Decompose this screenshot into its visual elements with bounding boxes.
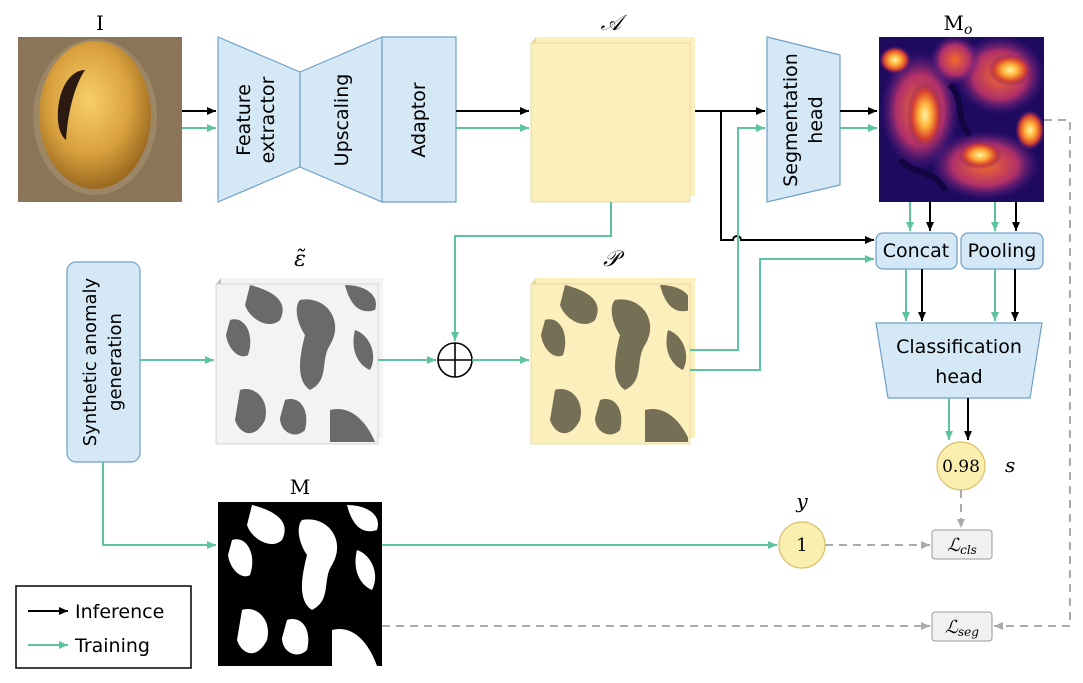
inference-arrows (182, 107, 1020, 440)
perturbed-features-label: 𝒫 (603, 247, 625, 272)
concat-label: Concat (883, 240, 949, 262)
output-map-label: Mo (944, 11, 973, 38)
classification-loss-label: ℒcls (947, 535, 977, 557)
mask-label: M (290, 475, 310, 499)
anomaly-score-node: 0.98 (936, 441, 986, 491)
pooling-box: Pooling (960, 232, 1044, 270)
input-image (18, 37, 182, 202)
target-symbol: y (795, 489, 808, 513)
feature-extractor-block: Feature extractor (217, 36, 301, 203)
segmentation-head-label-1: Segmentation (780, 53, 802, 187)
classification-head-block: Classification head (875, 322, 1043, 399)
legend-training-label: Training (74, 635, 150, 657)
output-anomaly-heatmap (879, 37, 1044, 202)
legend: Inference Training (15, 585, 192, 669)
ground-truth-mask (218, 502, 382, 666)
classification-head-label-1: Classification (896, 336, 1022, 358)
noise-cube (215, 278, 383, 445)
legend-inference-label: Inference (75, 601, 164, 623)
classification-head-label-2: head (935, 366, 982, 388)
target-label-node: 1 (778, 521, 826, 569)
upscaling-label: Upscaling (331, 74, 353, 167)
addition-node (437, 342, 473, 378)
adaptor-label: Adaptor (408, 82, 430, 158)
input-image-label: I (96, 11, 104, 35)
segmentation-head-label-2: head (805, 96, 827, 143)
synthetic-label-2: generation (105, 313, 126, 411)
concat-box: Concat (875, 232, 958, 270)
target-value: 1 (796, 535, 807, 556)
feature-extractor-label-2: extractor (257, 76, 279, 163)
classification-loss-box: ℒcls (931, 529, 993, 560)
anomaly-score-value: 0.98 (942, 457, 980, 477)
synthetic-anomaly-generation-block: Synthetic anomaly generation (66, 261, 141, 463)
adapted-features-cube (530, 37, 695, 203)
segmentation-loss-box: ℒseg (931, 611, 993, 642)
synthetic-label-1: Synthetic anomaly (80, 277, 101, 446)
noise-label: ε̃ (294, 247, 306, 272)
segmentation-head-block: Segmentation head (766, 36, 841, 203)
segmentation-loss-label: ℒseg (945, 617, 979, 639)
training-arrows (102, 124, 999, 549)
pooling-label: Pooling (968, 240, 1037, 262)
perturbed-features-cube (530, 278, 695, 445)
adaptor-block: Adaptor (381, 36, 457, 203)
upscaling-block: Upscaling (299, 36, 383, 203)
anomaly-score-symbol: s (1005, 453, 1015, 477)
loss-arrows (382, 119, 1071, 630)
adapted-features-label: 𝒜 (601, 11, 628, 36)
feature-extractor-label-1: Feature (233, 84, 255, 156)
